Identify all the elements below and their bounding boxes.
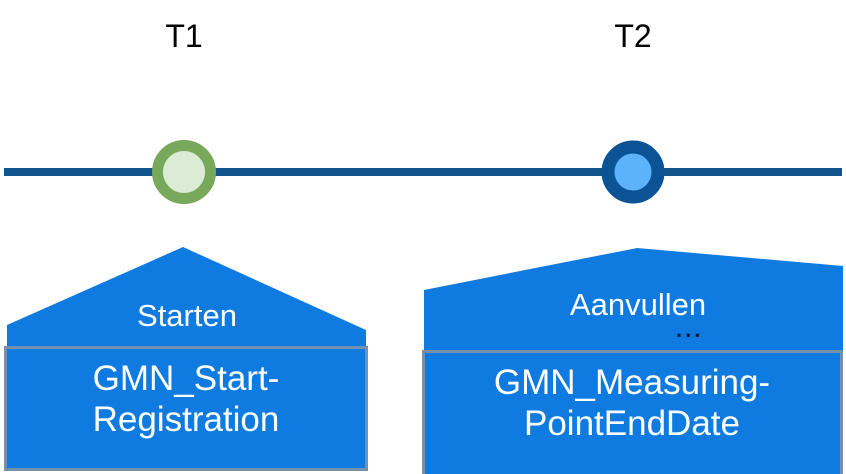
message-box-start-registration[interactable]: [4, 346, 368, 471]
message-text-line-1-start: GMN_Start-: [92, 359, 280, 398]
timeline-marker-t2[interactable]: [601, 140, 665, 204]
banner-label-starten: Starten: [137, 298, 237, 333]
banner-label-aanvullen: Aanvullen: [569, 287, 707, 322]
message-text-line-2-aanvullen: PointEndDate: [524, 404, 740, 443]
tick-label-t1: T1: [165, 18, 203, 54]
message-box-measuringpoint-enddate[interactable]: [422, 350, 843, 474]
message-text-line-1-aanvullen: GMN_Measuring-: [493, 363, 771, 402]
banner-shape-aanvullen: [424, 248, 843, 351]
message-text-line-2-start: Registration: [92, 400, 280, 439]
tick-label-t2: T2: [614, 18, 652, 54]
ellipsis-icon: ...: [676, 317, 704, 342]
timeline-marker-t1[interactable]: [152, 140, 216, 204]
banner-shape-starten: [7, 247, 366, 347]
